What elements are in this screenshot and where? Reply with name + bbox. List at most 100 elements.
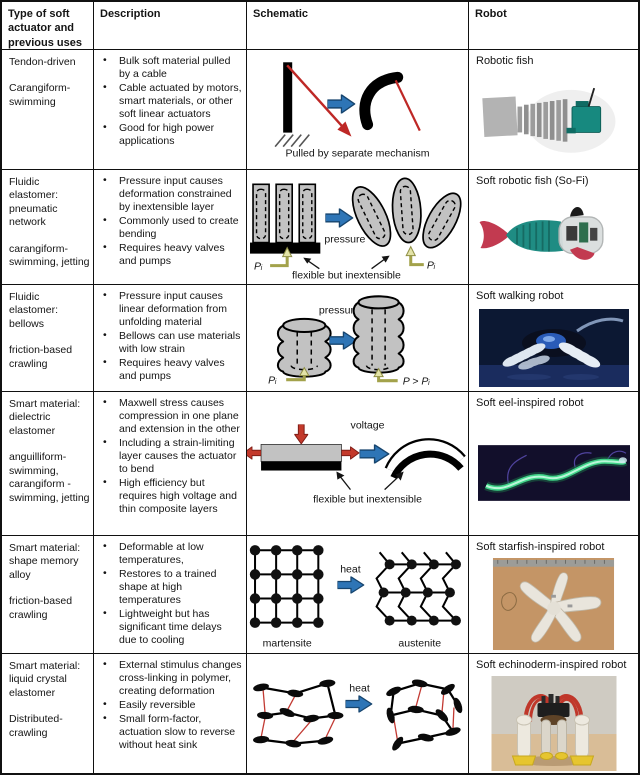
bullet-item: High efficiency but requires high voltag… [94, 476, 242, 516]
bullet-item: Requires heavy valves and pumps [94, 241, 242, 268]
header-robot: Robot [469, 2, 638, 50]
pressure-label: pressure [324, 234, 365, 246]
type-cell-tendon: Tendon-driven Carangiform-swimming [2, 50, 94, 170]
desc-cell-dea: Maxwell stress causes compression in one… [94, 392, 247, 536]
robot-cell-starfish: Soft starfish-inspired robot [469, 536, 638, 654]
bullet-item: Restores to a trained shape at high temp… [94, 567, 242, 607]
robot-caption: Soft echinoderm-inspired robot [476, 659, 627, 671]
tendon-schematic: Pulled by separate mechanism [274, 62, 430, 160]
robot-image-starfish [469, 555, 638, 653]
pressure-inlet-right [405, 245, 424, 267]
schematic-caption: flexible but inextensible [313, 494, 422, 506]
actuator-type: Smart material: dielectric elastomer [9, 398, 81, 437]
pi-right-label: Pᵢ [427, 260, 436, 272]
bullet-item: Small form-factor, actuation slow to rev… [94, 712, 242, 752]
bellows-small [276, 317, 332, 378]
header-type: Type of soft actuator and previous uses [2, 2, 94, 50]
caption-arrows [303, 255, 390, 270]
pi-left-label: Pᵢ [254, 261, 263, 273]
heat-label: heat [349, 682, 370, 694]
polymer-network-ordered [253, 679, 344, 748]
elastomer-layer [260, 444, 342, 462]
austenite-atoms [378, 559, 461, 626]
lce-schematic: heat [253, 679, 463, 751]
desc-cell-lce: External stimulus changes cross-linking … [94, 654, 247, 773]
wire [501, 592, 517, 611]
dea-schematic: voltage flexible but inextensible [247, 419, 466, 506]
schematic-cell-lce: heat [247, 654, 469, 773]
type-cell-bellows: Fluidic elastomer: bellows friction-base… [2, 285, 94, 392]
transition-arrow-icon [345, 695, 373, 713]
soft-body [505, 219, 564, 252]
robot-caption: Soft eel-inspired robot [476, 397, 584, 409]
robot-caption: Soft walking robot [476, 290, 564, 302]
cable-line [394, 79, 421, 132]
description-bullets: External stimulus changes cross-linking … [94, 658, 242, 752]
desc-cell-bellows: Pressure input causes linear deformation… [94, 285, 247, 392]
bullet-item: Including a strain-limiting layer causes… [94, 436, 242, 476]
pneunet-schematic: Pᵢ pressure [250, 177, 462, 282]
bullet-item: Commonly used to create bending [94, 214, 242, 241]
tether-wisps [506, 450, 626, 484]
transition-arrow-icon [327, 94, 356, 114]
desc-cell-pneunet: Pressure input causes deformation constr… [94, 170, 247, 285]
header-description: Description [94, 2, 247, 50]
sma-schematic: martensite heat austenite [249, 545, 461, 650]
robot-image-echinoderm [469, 673, 638, 773]
anchored-beam [274, 62, 310, 148]
bullet-item: Lightweight but has significant time del… [94, 607, 242, 647]
actuator-type: Fluidic elastomer: bellows [9, 291, 59, 330]
electronics [565, 221, 597, 242]
description-bullets: Pressure input causes linear deformation… [94, 289, 242, 383]
actuator-type: Smart material: shape memory alloy [9, 542, 81, 581]
pressure-inlet-large [373, 367, 398, 383]
bullet-item: Easily reversible [94, 698, 242, 712]
strain-limiting-layer [261, 461, 342, 471]
starfish-body [519, 572, 602, 643]
type-cell-pneunet: Fluidic elastomer: pneumatic network car… [2, 170, 94, 285]
transition-arrow-icon [337, 576, 365, 594]
robot-image-sofi [469, 189, 638, 284]
header-schematic: Schematic [247, 2, 469, 50]
description-bullets: Bulk soft material pulled by a cableCabl… [94, 54, 242, 148]
pressure-inlet-small [286, 366, 310, 382]
segmented-body [517, 98, 567, 142]
robot-image-walker [469, 304, 638, 391]
p-greater-label: P > Pᵢ [403, 376, 431, 388]
transition-arrow-icon [359, 444, 390, 464]
type-cell-sma: Smart material: shape memory alloy frict… [2, 536, 94, 654]
caption-arrows [336, 471, 404, 491]
body-ribs [515, 220, 550, 252]
actuator-type: Tendon-driven [9, 56, 76, 68]
tail [479, 220, 510, 248]
bullet-item: Pressure input causes linear deformation… [94, 289, 242, 329]
pi-label: Pᵢ [268, 375, 277, 387]
bellows-schematic: pressure Pᵢ [268, 295, 431, 388]
type-cell-dea: Smart material: dielectric elastomer ang… [2, 392, 94, 536]
martensite-label: martensite [263, 638, 312, 650]
martensite-atoms [249, 545, 324, 628]
austenite-label: austenite [398, 638, 441, 650]
bullet-item: Cable actuated by motors, smart material… [94, 81, 242, 121]
bullet-item: Deformable at low temperatures, [94, 540, 242, 567]
pressure-inlet-left [270, 246, 293, 268]
eel-head [618, 457, 627, 464]
bent-bilayer [384, 438, 466, 480]
desc-cell-sma: Deformable at low temperatures,Restores … [94, 536, 247, 654]
polymer-network-disordered [386, 679, 463, 751]
schematic-cell-dea: voltage flexible but inextensible [247, 392, 469, 536]
pneumatic-chambers-flat [250, 183, 321, 254]
yellow-feet [511, 751, 594, 765]
bellows-leg-mid [517, 354, 550, 370]
heat-label: heat [340, 563, 361, 575]
actuator-uses: anguilliform-swimming, carangiform - swi… [9, 451, 90, 504]
bullet-item: Requires heavy valves and pumps [94, 356, 242, 383]
robot-cell-tendon: Robotic fish [469, 50, 638, 170]
bent-beam [359, 71, 404, 131]
desc-cell-tendon: Bulk soft material pulled by a cableCabl… [94, 50, 247, 170]
actuator-type: Fluidic elastomer: pneumatic network [9, 176, 59, 229]
tail-fin [481, 95, 518, 137]
description-bullets: Pressure input causes deformation constr… [94, 174, 242, 268]
robot-image-eel [469, 411, 638, 535]
